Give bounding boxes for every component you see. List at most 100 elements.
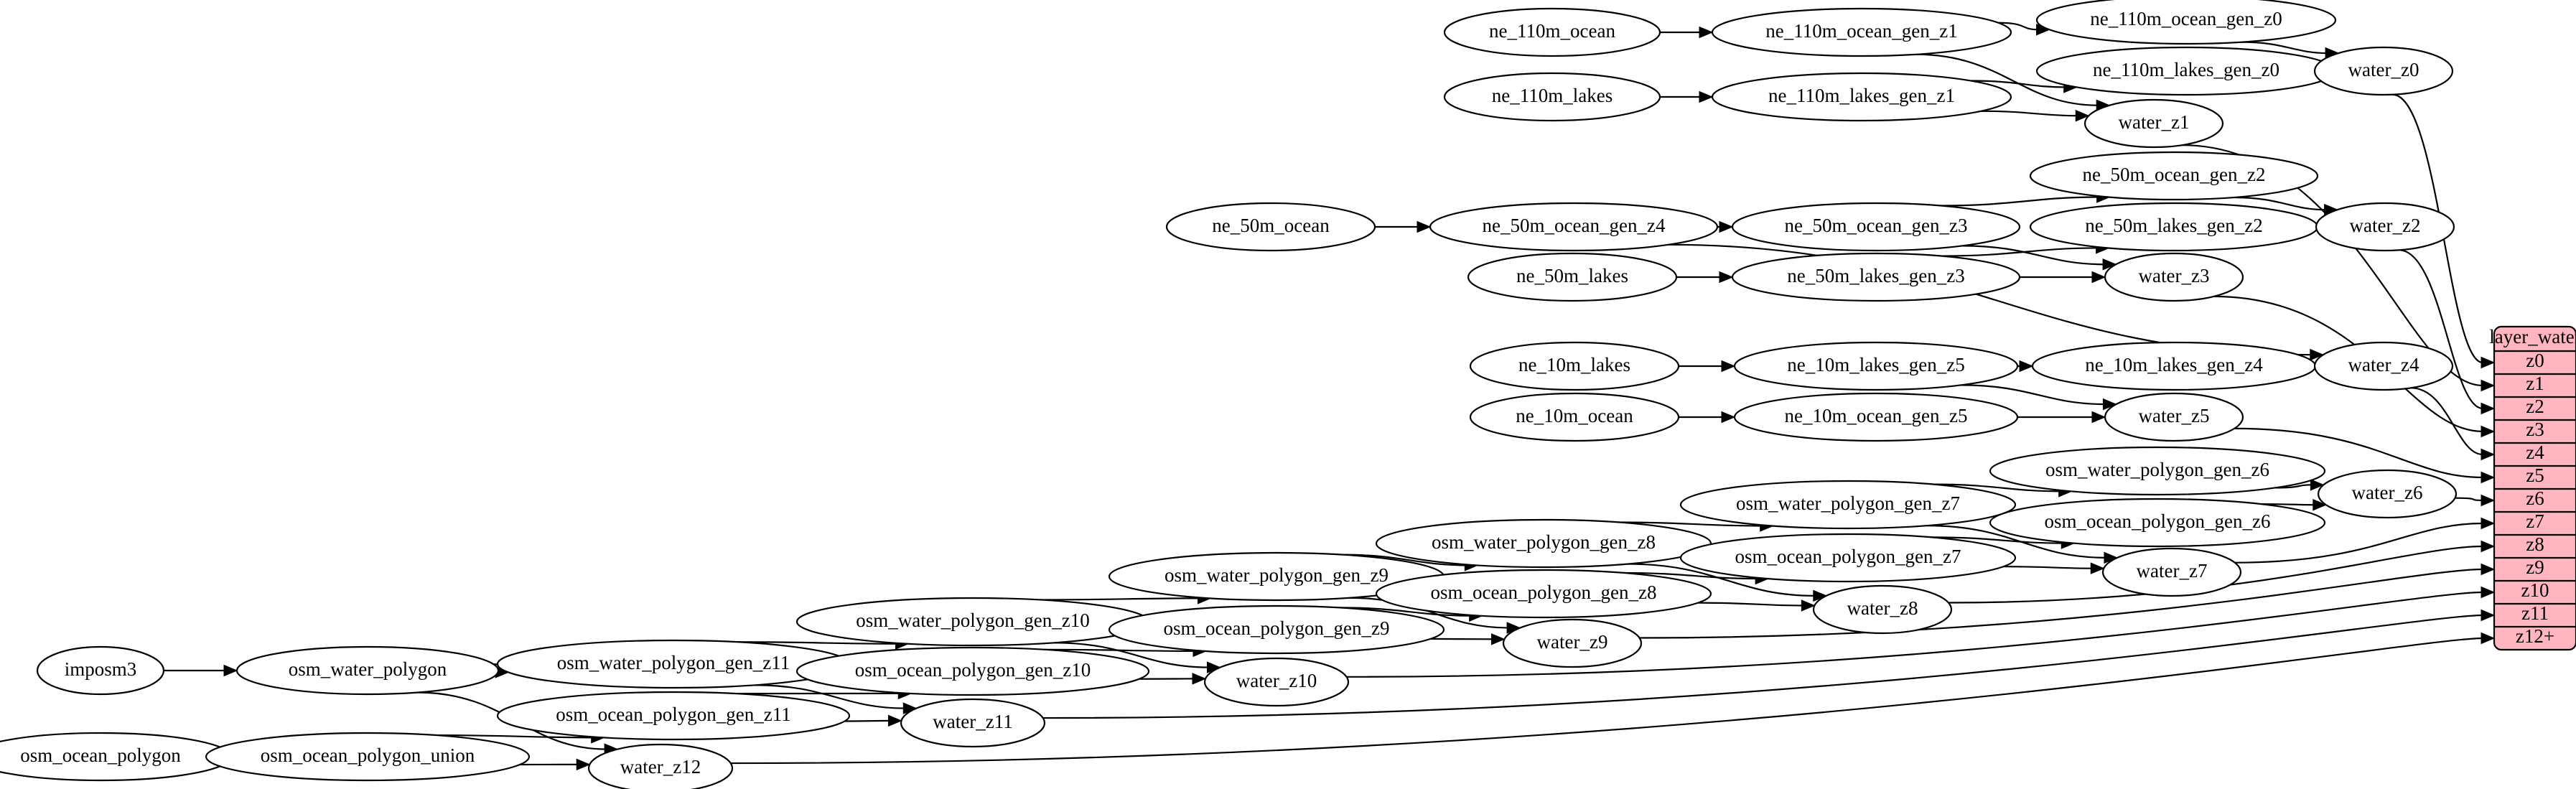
graph-node-water_z5[interactable]: water_z5 <box>2104 392 2244 442</box>
nodes-layer: ne_110m_ocean ne_110m_ocean_gen_z1 ne_110m… <box>0 0 2458 789</box>
graph-node-water_z10[interactable]: water_z10 <box>1203 657 1350 707</box>
graph-node-osm_ocean_polygon_gen_z8[interactable]: osm_ocean_polygon_gen_z8 <box>1375 569 1712 619</box>
arrowhead-ne_10m_lakes_gen_z5-to-water_z5 <box>2102 398 2117 411</box>
graph-node-water_z12[interactable]: water_z12 <box>587 743 734 789</box>
graph-node-water_z7[interactable]: water_z7 <box>2101 547 2242 597</box>
graph-node-water_z9[interactable]: water_z9 <box>1502 618 1643 668</box>
graph-node-ne_50m_lakes_gen_z2[interactable]: ne_50m_lakes_gen_z2 <box>2029 202 2319 252</box>
graph-node-ne_50m_ocean_gen_z2[interactable]: ne_50m_ocean_gen_z2 <box>2029 151 2319 201</box>
edge-water_z7-to-layer_water-z7 <box>2234 522 2483 564</box>
record-row-z10[interactable]: z10 <box>2521 579 2549 601</box>
node-shape <box>1711 7 2012 57</box>
graph-node-ne_110m_ocean[interactable]: ne_110m_ocean <box>1443 7 1661 57</box>
graph-node-ne_10m_ocean[interactable]: ne_10m_ocean <box>1469 392 1680 442</box>
arrowhead-ne_50m_lakes-to-ne_50m_lakes_gen_z3 <box>1719 271 1734 284</box>
graph-node-osm_ocean_polygon_gen_z9[interactable]: osm_ocean_polygon_gen_z9 <box>1108 604 1445 655</box>
graph-node-osm_ocean_polygon[interactable]: osm_ocean_polygon <box>0 732 233 782</box>
edge-ne_110m_lakes_gen_z1-to-ne_110m_lakes_gen_z0 <box>1971 80 2066 88</box>
graph-node-water_z3[interactable]: water_z3 <box>2104 252 2244 302</box>
node-label: osm_water_polygon_gen_z6 <box>2045 459 2269 480</box>
node-label: ne_110m_lakes <box>1492 85 1613 106</box>
graph-node-ne_110m_lakes_gen_z0[interactable]: ne_110m_lakes_gen_z0 <box>2035 46 2337 96</box>
node-label: water_z11 <box>933 711 1012 732</box>
record-row-z9[interactable]: z9 <box>2526 556 2544 578</box>
arrowhead-imposm3-to-osm_water_polygon <box>223 664 238 677</box>
node-shape <box>1731 202 2021 252</box>
record-header-layer-water[interactable]: layer_water <box>2489 326 2576 347</box>
graph-node-osm_ocean_polygon_gen_z6[interactable]: osm_ocean_polygon_gen_z6 <box>1989 498 2326 548</box>
record-row-z3[interactable]: z3 <box>2526 419 2544 440</box>
graph-node-ne_110m_lakes_gen_z1[interactable]: ne_110m_lakes_gen_z1 <box>1711 72 2012 122</box>
graph-node-osm_ocean_polygon_gen_z10[interactable]: osm_ocean_polygon_gen_z10 <box>795 646 1150 696</box>
graph-node-osm_water_polygon_gen_z8[interactable]: osm_water_polygon_gen_z8 <box>1375 518 1712 569</box>
edge-ne_110m_ocean_gen_z0-to-water_z0 <box>2241 41 2328 55</box>
graph-node-ne_10m_ocean_gen_z5[interactable]: ne_10m_ocean_gen_z5 <box>1733 392 2019 442</box>
graph-node-ne_10m_lakes_gen_z4[interactable]: ne_10m_lakes_gen_z4 <box>2031 341 2317 391</box>
record-row-z11[interactable]: z11 <box>2521 602 2549 624</box>
arrowhead-osm_water_polygon_gen_z6-to-water_z6 <box>2310 479 2325 491</box>
graph-node-osm_water_polygon_gen_z7[interactable]: osm_water_polygon_gen_z7 <box>1679 480 2017 530</box>
node-label: osm_water_polygon_gen_z11 <box>557 652 790 673</box>
graph-node-osm_water_polygon_gen_z6[interactable]: osm_water_polygon_gen_z6 <box>1989 446 2326 496</box>
edge-osm_water_polygon_gen_z10-to-water_z10 <box>1053 642 1209 668</box>
edge-osm_water_polygon_gen_z10-to-osm_water_polygon_gen_z9 <box>1039 597 1200 601</box>
record-row-z7[interactable]: z7 <box>2526 510 2544 532</box>
node-shape <box>1469 392 1680 442</box>
graph-node-water_z0[interactable]: water_z0 <box>2313 46 2454 96</box>
node-shape <box>1467 252 1678 302</box>
record-row-z0[interactable]: z0 <box>2526 350 2544 371</box>
arrowhead-ne_50m_ocean_gen_z4-to-ne_50m_ocean_gen_z3 <box>1719 220 1734 233</box>
record-row-z4[interactable]: z4 <box>2526 442 2544 463</box>
node-shape <box>1203 657 1350 707</box>
arrowhead-osm_ocean_polygon_gen_z9-to-water_z9 <box>1490 633 1506 645</box>
edge-ne_50m_ocean_gen_z3-to-ne_50m_ocean_gen_z2 <box>1940 196 2099 207</box>
node-shape <box>2104 392 2244 442</box>
node-shape <box>1429 202 1719 252</box>
graph-node-water_z8[interactable]: water_z8 <box>1812 584 1953 635</box>
graph-node-ne_50m_ocean_gen_z4[interactable]: ne_50m_ocean_gen_z4 <box>1429 202 1719 252</box>
edge-water_z11-to-layer_water-z11 <box>1042 614 2483 719</box>
node-label: osm_ocean_polygon_gen_z10 <box>855 659 1091 681</box>
graph-node-osm_water_polygon[interactable]: osm_water_polygon <box>235 645 500 696</box>
graph-node-ne_50m_lakes_gen_z3[interactable]: ne_50m_lakes_gen_z3 <box>1731 252 2021 302</box>
node-label: ne_50m_ocean_gen_z2 <box>2083 164 2266 185</box>
graph-node-ne_50m_ocean[interactable]: ne_50m_ocean <box>1165 202 1376 252</box>
graph-node-osm_ocean_polygon_union[interactable]: osm_ocean_polygon_union <box>205 732 531 782</box>
graph-node-water_z4[interactable]: water_z4 <box>2313 341 2454 391</box>
node-label: ne_50m_ocean <box>1212 215 1330 236</box>
graph-node-ne_10m_lakes_gen_z5[interactable]: ne_10m_lakes_gen_z5 <box>1733 341 2019 391</box>
graph-node-osm_ocean_polygon_gen_z7[interactable]: osm_ocean_polygon_gen_z7 <box>1679 533 2017 583</box>
node-label: water_z10 <box>1236 670 1317 691</box>
node-label: ne_10m_lakes_gen_z5 <box>1787 354 1964 375</box>
graph-node-osm_water_polygon_gen_z11[interactable]: osm_water_polygon_gen_z11 <box>496 639 851 689</box>
record-row-z12plus[interactable]: z12+ <box>2516 625 2554 647</box>
graph-node-ne_110m_lakes[interactable]: ne_110m_lakes <box>1443 72 1661 122</box>
node-label: ne_50m_ocean_gen_z3 <box>1785 215 1968 236</box>
graph-node-water_z6[interactable]: water_z6 <box>2317 469 2458 519</box>
record-row-z2[interactable]: z2 <box>2526 396 2544 417</box>
node-label: ne_110m_lakes_gen_z0 <box>2093 59 2279 80</box>
graph-node-water_z2[interactable]: water_z2 <box>2315 202 2455 252</box>
graph-node-ne_110m_ocean_gen_z1[interactable]: ne_110m_ocean_gen_z1 <box>1711 7 2012 57</box>
record-row-z1[interactable]: z1 <box>2526 373 2544 394</box>
graph-node-ne_110m_ocean_gen_z0[interactable]: ne_110m_ocean_gen_z0 <box>2035 0 2337 45</box>
arrowhead-water_z3-to-layer_water-z3 <box>2481 425 2496 438</box>
graph-node-water_z1[interactable]: water_z1 <box>2083 98 2224 149</box>
record-row-z8[interactable]: z8 <box>2526 533 2544 555</box>
arrowhead-osm_water_polygon_gen_z8-to-water_z8 <box>1813 589 1828 602</box>
graph-node-ne_50m_ocean_gen_z3[interactable]: ne_50m_ocean_gen_z3 <box>1731 202 2021 252</box>
node-label: ne_110m_ocean_gen_z1 <box>1765 20 1957 42</box>
edge-osm_ocean_polygon_gen_z7-to-water_z7 <box>2003 566 2093 569</box>
record-row-z5[interactable]: z5 <box>2526 464 2544 486</box>
graph-node-osm_water_polygon_gen_z10[interactable]: osm_water_polygon_gen_z10 <box>795 597 1150 647</box>
graph-node-ne_10m_lakes[interactable]: ne_10m_lakes <box>1469 341 1680 391</box>
node-shape <box>795 646 1150 696</box>
graph-node-imposm3[interactable]: imposm3 <box>36 645 165 696</box>
node-shape <box>1375 569 1712 619</box>
node-label: osm_water_polygon_gen_z9 <box>1165 564 1389 586</box>
graph-node-ne_50m_lakes[interactable]: ne_50m_lakes <box>1467 252 1678 302</box>
record-row-z6[interactable]: z6 <box>2526 487 2544 509</box>
graph-node-water_z11[interactable]: water_z11 <box>900 698 1046 748</box>
node-label: water_z1 <box>2119 111 2190 133</box>
graph-node-osm_ocean_polygon_gen_z11[interactable]: osm_ocean_polygon_gen_z11 <box>496 691 851 741</box>
